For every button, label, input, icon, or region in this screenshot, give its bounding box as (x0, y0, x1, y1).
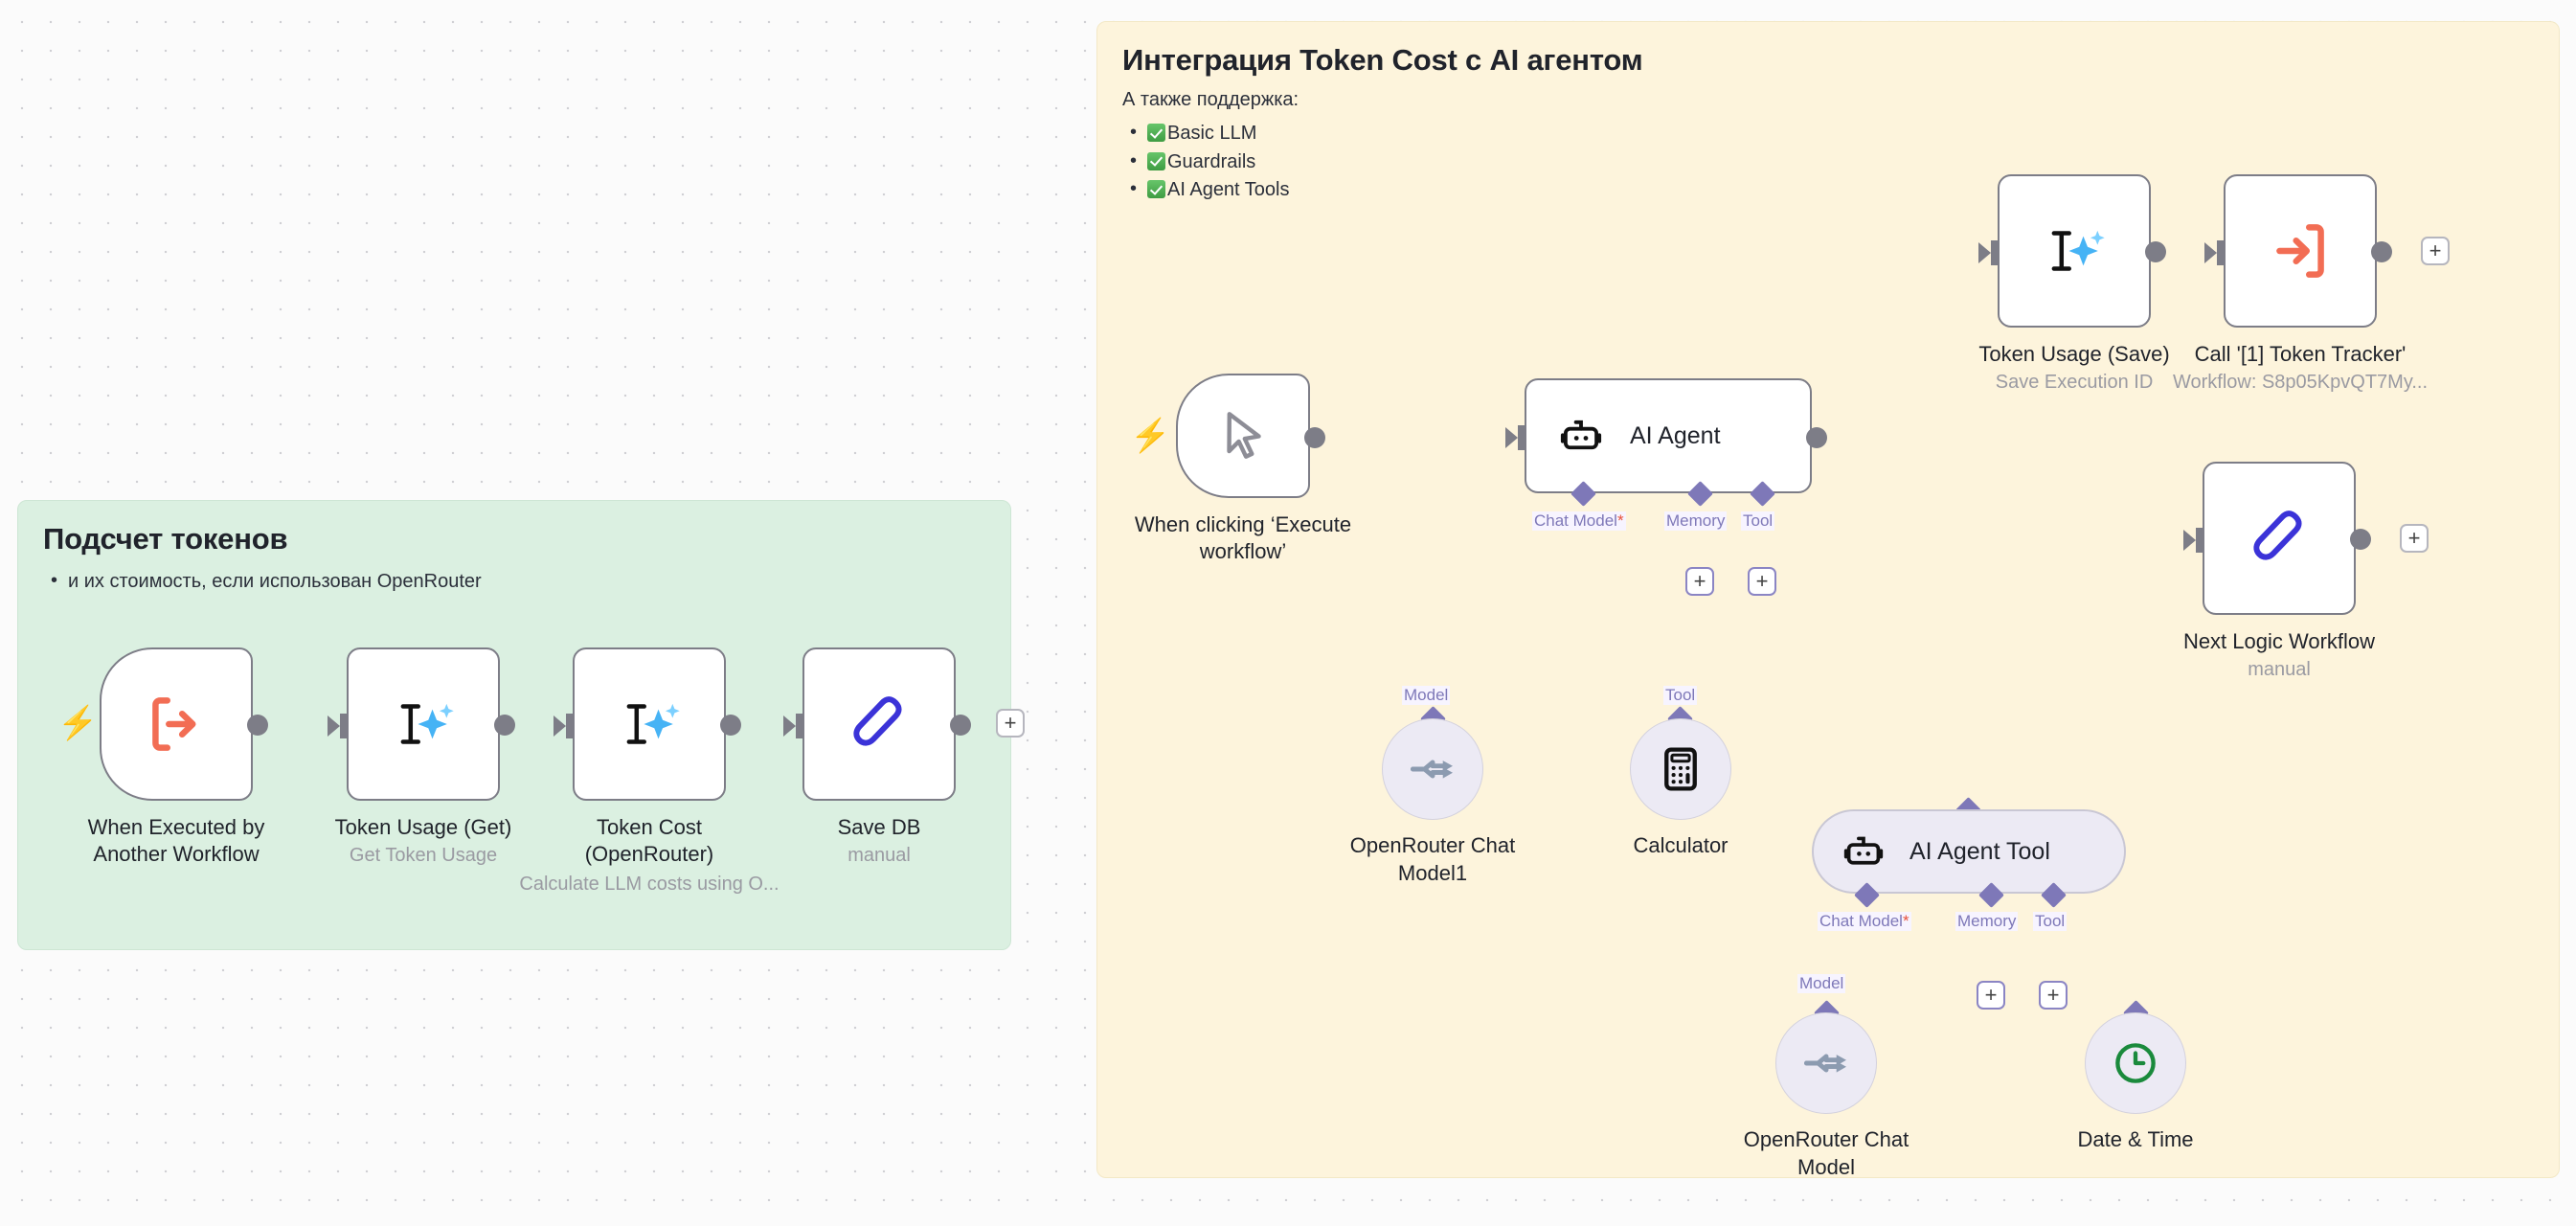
node-token-usage-get[interactable]: Token Usage (Get) Get Token Usage (328, 647, 515, 866)
port-label-model: Model (1797, 974, 1846, 993)
port-label-tool: Tool (1663, 686, 1698, 705)
check-icon (1147, 124, 1165, 142)
add-memory-button[interactable]: + (1685, 567, 1714, 596)
add-node-button[interactable]: + (2421, 237, 2450, 265)
input-port[interactable] (1505, 425, 1525, 450)
execute-workflow-trigger-icon (152, 697, 196, 751)
calculator-icon (1664, 747, 1697, 791)
output-port[interactable] (1806, 427, 1827, 448)
output-port[interactable] (2145, 241, 2166, 262)
list-item: и их стоимость, если использован OpenRou… (43, 567, 985, 597)
input-port[interactable] (554, 714, 574, 738)
node-label: OpenRouter Chat Model (1743, 1127, 1909, 1179)
input-port[interactable] (328, 714, 348, 738)
yellow-note-lead: А также поддержка: (1122, 89, 1299, 110)
port-label-chat-model: Chat Model* (1818, 912, 1911, 931)
input-port[interactable] (1978, 240, 1999, 265)
output-port[interactable] (2371, 241, 2392, 262)
openrouter-icon (1804, 1054, 1846, 1073)
output-port[interactable] (494, 715, 515, 736)
execute-workflow-icon (2276, 224, 2324, 278)
add-tool-button[interactable]: + (1748, 567, 1776, 596)
node-label: Calculator (1633, 833, 1729, 857)
node-when-clicking-execute-workflow[interactable]: When clicking ‘Execute workflow’ (1135, 374, 1351, 563)
add-tool-button[interactable]: + (2039, 981, 2068, 1010)
port-label-memory: Memory (1955, 912, 2019, 931)
port-label-model: Model (1402, 686, 1451, 705)
port-label-memory: Memory (1664, 511, 1728, 531)
output-port[interactable] (247, 715, 268, 736)
node-label: When clicking ‘Execute workflow’ (1134, 512, 1352, 564)
node-calculator[interactable]: Calculator (1630, 718, 1731, 857)
trigger-bolt-icon: ⚡ (57, 705, 99, 741)
robot-icon (1560, 420, 1602, 450)
add-node-button[interactable]: + (2400, 524, 2429, 553)
node-date-time[interactable]: Date & Time (2077, 1012, 2194, 1151)
output-port[interactable] (1304, 427, 1325, 448)
node-when-executed-by-another-workflow[interactable]: When Executed by Another Workflow (88, 647, 268, 866)
node-subtitle: Calculate LLM costs using O... (519, 874, 780, 895)
node-label: Token Usage (Get) (334, 815, 512, 839)
node-label: AI Agent (1630, 421, 1721, 449)
output-port[interactable] (950, 715, 971, 736)
add-node-button[interactable]: + (996, 709, 1025, 738)
robot-icon (1843, 836, 1884, 865)
node-label: AI Agent Tool (1909, 837, 2050, 865)
manual-trigger-cursor-icon (1227, 412, 1261, 459)
node-subtitle: Save Execution ID (1995, 372, 2154, 393)
trigger-bolt-icon: ⚡ (1130, 418, 1171, 454)
node-label: When Executed by Another Workflow (87, 815, 265, 867)
port-label-tool: Tool (1741, 511, 1775, 531)
node-label: Token Cost (OpenRouter) (584, 815, 714, 867)
noop-pen-icon (853, 696, 902, 746)
add-memory-button[interactable]: + (1977, 981, 2005, 1010)
openrouter-icon (1411, 760, 1453, 779)
node-save-db[interactable]: Save DB manual (783, 647, 971, 866)
node-next-logic-workflow[interactable]: Next Logic Workflow manual (2183, 462, 2375, 680)
yellow-note-list: Basic LLM Guardrails AI Agent Tools (1122, 119, 2534, 205)
node-subtitle: Get Token Usage (349, 845, 498, 866)
check-icon (1147, 151, 1165, 170)
node-label: Token Usage (Save) (1978, 342, 2170, 366)
node-call-token-tracker[interactable]: Call '[1] Token Tracker' Workflow: S8p05… (2173, 174, 2428, 393)
set-fields-icon (626, 703, 680, 744)
node-token-cost-openrouter[interactable]: Token Cost (OpenRouter) Calculate LLM co… (519, 647, 780, 895)
node-label: Call '[1] Token Tracker' (2194, 342, 2407, 366)
list-item: Basic LLM (1122, 119, 2534, 148)
input-port[interactable] (2183, 528, 2203, 553)
green-note-list: и их стоимость, если использован OpenRou… (43, 567, 985, 597)
noop-pen-icon (2253, 511, 2302, 560)
green-note-title: Подсчет токенов (43, 522, 288, 556)
node-subtitle: manual (2248, 659, 2311, 680)
node-openrouter-chat-model-1[interactable]: OpenRouter Chat Model1 (1350, 718, 1515, 885)
list-item: Guardrails (1122, 148, 2534, 177)
node-ai-agent-tool[interactable]: AI Agent Tool (1812, 809, 2126, 894)
set-fields-icon (400, 703, 454, 744)
node-label: OpenRouter Chat Model1 (1349, 833, 1516, 885)
port-label-tool: Tool (2033, 912, 2068, 931)
port-label-chat-model: Chat Model* (1532, 511, 1626, 531)
yellow-note-title: Интеграция Token Cost с AI агентом (1122, 43, 1643, 77)
check-icon (1147, 180, 1165, 199)
output-port[interactable] (720, 715, 741, 736)
node-subtitle: Workflow: S8p05KpvQT7My... (2172, 372, 2428, 393)
node-subtitle: manual (847, 845, 911, 866)
node-label: Date & Time (2077, 1127, 2194, 1151)
node-label: Next Logic Workflow (2182, 629, 2376, 653)
list-item: AI Agent Tools (1122, 175, 2534, 205)
node-label: Save DB (837, 815, 921, 839)
input-port[interactable] (783, 714, 803, 738)
node-openrouter-chat-model[interactable]: OpenRouter Chat Model (1744, 1012, 1909, 1179)
output-port[interactable] (2350, 529, 2371, 550)
node-token-usage-save[interactable]: Token Usage (Save) Save Execution ID (1978, 174, 2170, 393)
node-ai-agent[interactable]: AI Agent (1505, 378, 1827, 493)
clock-icon (2115, 1043, 2156, 1083)
set-fields-icon (2051, 230, 2105, 271)
input-port[interactable] (2204, 240, 2225, 265)
